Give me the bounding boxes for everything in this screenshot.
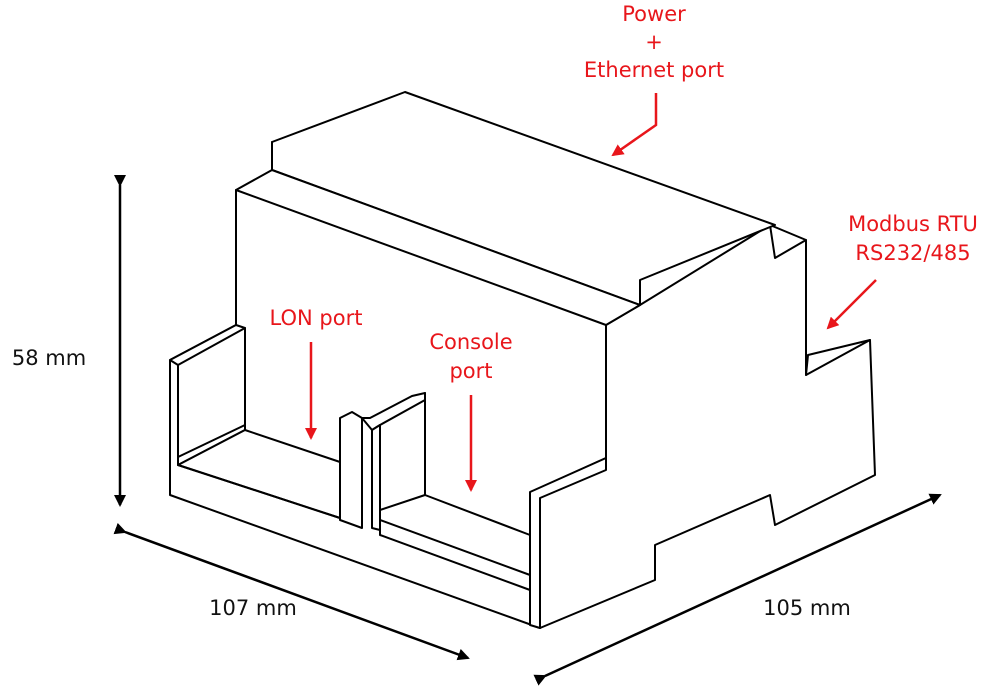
power-callout-arrow	[611, 93, 658, 157]
rs232-485-label: RS232/485	[855, 241, 970, 265]
console-label: Console	[429, 330, 512, 354]
lon-port-label: LON port	[270, 306, 363, 330]
modbus-callout-arrow	[826, 279, 877, 330]
dimension-arrows	[113, 175, 942, 686]
callout-arrows	[305, 93, 877, 492]
depth-dimension-arrow	[533, 493, 942, 686]
modbus-rtu-label: Modbus RTU	[848, 212, 978, 236]
height-dimension-label: 58 mm	[12, 346, 86, 370]
width-dimension-label: 107 mm	[209, 596, 297, 620]
plus-label: +	[645, 30, 663, 54]
ethernet-port-label: Ethernet port	[584, 58, 724, 82]
depth-dimension-label: 105 mm	[763, 596, 851, 620]
width-dimension-arrow	[113, 522, 470, 661]
console-port-label: port	[449, 359, 492, 383]
enclosure-outline	[169, 91, 876, 629]
power-label: Power	[622, 2, 686, 26]
